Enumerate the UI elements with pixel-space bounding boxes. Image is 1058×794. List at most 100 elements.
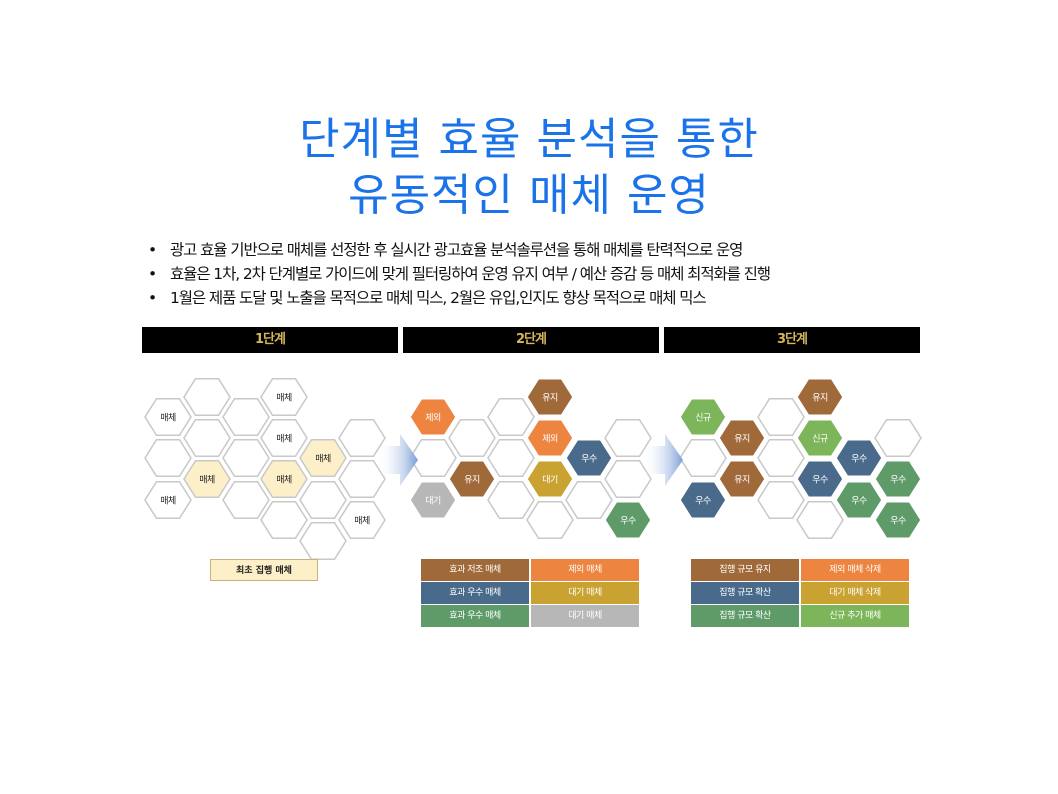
arrow-right-icon: [378, 434, 418, 486]
hexagon: [260, 377, 308, 417]
legend-stage2-item: 제외 매체: [531, 559, 639, 581]
hexagon: [338, 459, 386, 499]
hexagon: [409, 438, 457, 478]
hexagon: [222, 480, 270, 520]
hexagon: [604, 418, 652, 458]
hexagon: [718, 418, 766, 458]
hexagon-label: 신규: [695, 413, 711, 424]
hexagon-label: 대기: [425, 496, 441, 507]
hexagon-label: 신규: [812, 434, 828, 445]
page-title-line2: 유동적인 매체 운영: [348, 170, 710, 221]
hexagon: [757, 397, 805, 437]
hexagon: [604, 500, 652, 540]
hexagon: [526, 459, 574, 499]
hexagon: [144, 397, 192, 437]
page-title-line1: 단계별 효율 분석을 통한: [299, 114, 759, 165]
legend-stage2-item: 효과 우수 매체: [421, 582, 529, 604]
hexagon-label: 유지: [734, 434, 750, 445]
legend-stage3-item: 대기 매체 삭제: [801, 582, 909, 604]
bullet-dot-icon: •: [148, 289, 158, 307]
hexagon: [409, 480, 457, 520]
hexagon-label: 우수: [851, 454, 867, 465]
hexagon: [679, 397, 727, 437]
hexagon-label: 우수: [890, 475, 906, 486]
hexagon-label: 우수: [581, 454, 597, 465]
hexagon-label: 매체: [354, 516, 370, 527]
legend-stage2-item: 대기 매체: [531, 605, 639, 627]
hexagon: [679, 438, 727, 478]
hexagon: [183, 377, 231, 417]
legend-stage3-item: 집행 규모 확산: [691, 605, 799, 627]
legend-stage2-item: 효과 저조 매체: [421, 559, 529, 581]
hexagon: [757, 438, 805, 478]
hexagon: [338, 500, 386, 540]
hexagon: [183, 459, 231, 499]
bullet-dot-icon: •: [148, 241, 158, 259]
hexagon-label: 유지: [464, 475, 480, 486]
hexagon: [796, 500, 844, 540]
hexagon: [144, 480, 192, 520]
hexagon: [299, 480, 347, 520]
hexagon: [299, 521, 347, 560]
hexagon-label: 우수: [695, 496, 711, 507]
hexagon-label: 매체: [160, 413, 176, 424]
legend-stage2-item: 대기 매체: [531, 582, 639, 604]
hexagon: [757, 480, 805, 520]
arrow-right-icon: [643, 434, 683, 486]
hexagon-label: 우수: [620, 516, 636, 527]
hexagon: [604, 459, 652, 499]
hexagon-label: 대기: [542, 475, 558, 486]
hexagon: [874, 418, 922, 458]
hexagon: [526, 377, 574, 417]
hexagon: [874, 500, 922, 540]
bullet-item: •1월은 제품 도달 및 노출을 목적으로 매체 믹스, 2월은 유입,인지도 …: [148, 286, 770, 310]
legend-stage2-item: 효과 우수 매체: [421, 605, 529, 627]
bullet-dot-icon: •: [148, 265, 158, 283]
hexagon-label: 유지: [734, 475, 750, 486]
hexagon-label: 유지: [542, 393, 558, 404]
hexagon: [526, 418, 574, 458]
hexagon-label: 제외: [542, 433, 558, 445]
hexagon: [487, 438, 535, 478]
hexagon: [260, 500, 308, 540]
hexagon: [222, 397, 270, 437]
hexagon: [448, 459, 496, 499]
hexagon-label: 우수: [851, 496, 867, 507]
hexagon-label: 우수: [812, 475, 828, 486]
stage-header-2: 2단계: [403, 327, 659, 353]
bullet-item: •광고 효율 기반으로 매체를 선정한 후 실시간 광고효율 분석솔루션을 통해…: [148, 238, 770, 262]
hexagon-label: 제외: [425, 412, 441, 424]
hexagon-label: 매체: [199, 475, 215, 486]
hexagon: [222, 438, 270, 478]
bullet-list: •광고 효율 기반으로 매체를 선정한 후 실시간 광고효율 분석솔루션을 통해…: [148, 238, 771, 310]
hexagon: [448, 418, 496, 458]
hexagon: [183, 418, 231, 458]
hexagon: [338, 418, 386, 458]
hexagon: [874, 459, 922, 499]
hexagon: [565, 480, 613, 520]
hexagon: [796, 377, 844, 417]
hexagon: [487, 480, 535, 520]
hexagon: [796, 418, 844, 458]
hexagon: [718, 459, 766, 499]
hexagon: [260, 459, 308, 499]
hexagon-label: 우수: [890, 516, 906, 527]
hexagon: [260, 418, 308, 458]
stage-header-1: 1단계: [142, 327, 398, 353]
stage-header-3: 3단계: [664, 327, 920, 353]
hexagon: [526, 500, 574, 540]
hexagon-label: 매체: [315, 454, 331, 465]
hexagon: [835, 438, 883, 478]
legend-stage3-item: 제외 매체 삭제: [801, 559, 909, 581]
hexagon-label: 유지: [812, 393, 828, 404]
hexagon: [144, 438, 192, 478]
hexagon: [679, 480, 727, 520]
hexagon: [487, 397, 535, 437]
hexagon: [796, 459, 844, 499]
hexagon-label: 매체: [276, 475, 292, 486]
legend-stage3-item: 집행 규모 확산: [691, 582, 799, 604]
hexagon: [409, 397, 457, 437]
legend-stage3-item: 신규 추가 매체: [801, 605, 909, 627]
hexagon: [565, 438, 613, 478]
